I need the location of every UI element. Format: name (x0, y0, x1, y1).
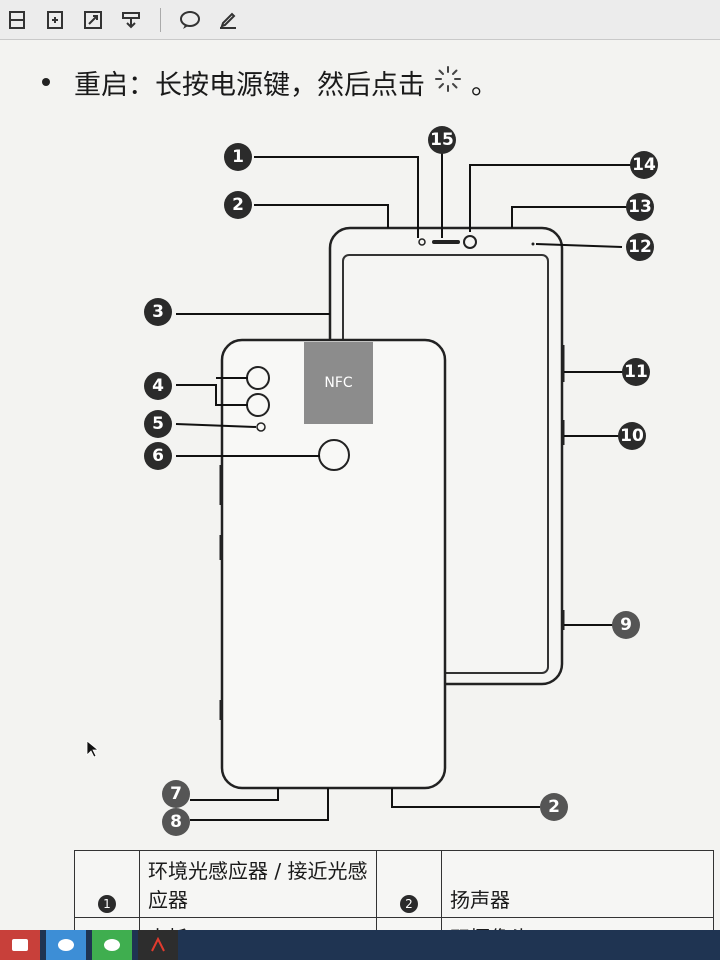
table-cell-label: 扬声器 (441, 850, 714, 918)
callout-10: 10 (618, 422, 646, 450)
callout-6: 6 (144, 442, 172, 470)
instruction-end: 。 (471, 69, 498, 101)
app-red-icon[interactable] (0, 930, 40, 960)
app-blue-icon[interactable] (46, 930, 86, 960)
layout-icon[interactable] (4, 7, 30, 33)
table-row: 1 环境光感应器 / 接近光感应器 2 扬声器 (74, 850, 714, 918)
callout-14: 14 (630, 151, 658, 179)
callout-5: 5 (144, 410, 172, 438)
mouse-cursor-icon (86, 740, 100, 762)
callout-9: 9 (612, 611, 640, 639)
callout-15: 15 (428, 126, 456, 154)
app-green-icon[interactable] (92, 930, 132, 960)
restart-instruction: 重启：长按电源键，然后点击 。 (42, 62, 498, 102)
table-cell-label: 双摄像头 (441, 917, 714, 930)
toolbar-divider (160, 7, 161, 32)
phone-back-body (220, 338, 447, 790)
callout-3: 3 (144, 298, 172, 326)
callout-13: 13 (626, 193, 654, 221)
rear-flash (256, 422, 266, 432)
component-table: 1 环境光感应器 / 接近光感应器 2 扬声器 3 卡托 4 双摄像头 (74, 850, 714, 930)
table-cell-label: 卡托 (139, 917, 377, 930)
callout-2: 2 (224, 191, 252, 219)
callout-1: 1 (224, 143, 252, 171)
nfc-area: NFC (304, 342, 373, 424)
pdf-reader-icon[interactable] (138, 930, 178, 960)
front-camera (463, 235, 477, 249)
callout-7: 7 (162, 780, 190, 808)
table-cell-label: 环境光感应器 / 接近光感应器 (139, 850, 377, 918)
light-sensor (418, 238, 426, 246)
callout-4: 4 (144, 372, 172, 400)
callout-8: 8 (162, 808, 190, 836)
table-number-badge: 1 (98, 895, 116, 913)
bullet-marker (42, 78, 50, 86)
table-row: 3 卡托 4 双摄像头 (74, 917, 714, 930)
download-icon[interactable] (118, 7, 144, 33)
export-icon[interactable] (42, 7, 68, 33)
comment-icon[interactable] (177, 7, 203, 33)
restart-spinner-icon (433, 64, 463, 101)
expand-icon[interactable] (80, 7, 106, 33)
instruction-text: 重启：长按电源键，然后点击 (74, 69, 425, 101)
taskbar (0, 930, 720, 960)
front-indicator (531, 242, 535, 246)
table-number-badge: 2 (400, 895, 418, 913)
phone-diagram: NFC 1 2 3 4 5 6 7 8 9 10 11 12 13 14 15 … (0, 120, 720, 840)
callout-2-bottom: 2 (540, 793, 568, 821)
highlight-icon[interactable] (215, 7, 241, 33)
callout-11: 11 (622, 358, 650, 386)
document-toolbar (0, 0, 720, 40)
callout-12: 12 (626, 233, 654, 261)
